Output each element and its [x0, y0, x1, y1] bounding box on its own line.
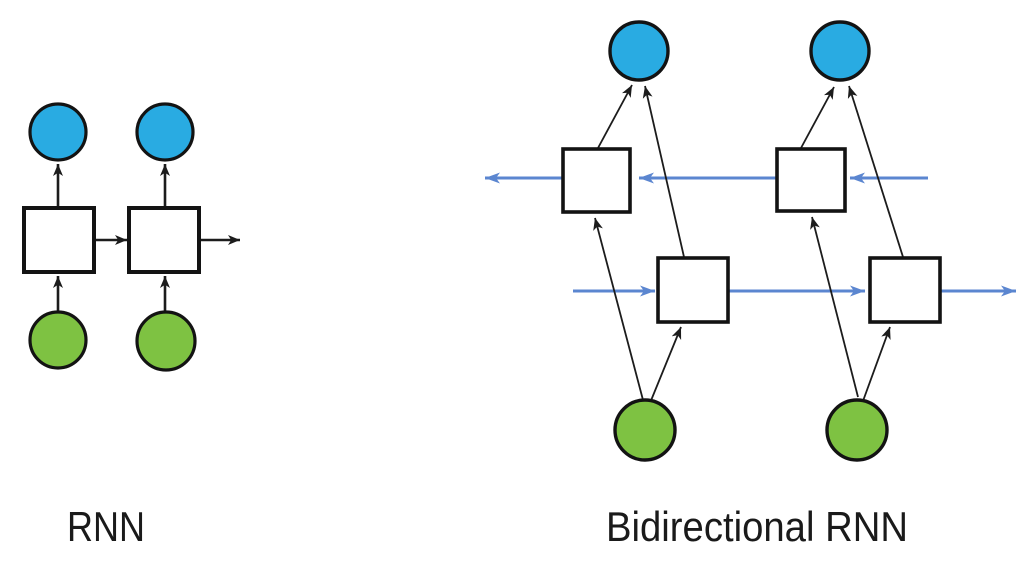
- birnn-input-node-2: [825, 398, 889, 462]
- birnn-backward-hidden-node-2: [775, 147, 847, 213]
- birnn-output-node-2: [809, 20, 871, 82]
- birnn-edge-fhidden1-to-output1: [642, 85, 685, 258]
- birnn-backward-hidden-node-1: [561, 147, 632, 214]
- rnn-hidden-node-1: [22, 206, 96, 274]
- rnn-hidden-node-2: [127, 206, 201, 274]
- birnn-input-node-1: [613, 398, 677, 462]
- birnn-edge-input1-to-bhidden1: [593, 217, 644, 401]
- rnn-output-node-2: [135, 102, 195, 162]
- birnn-edge-fhidden2-to-output2: [847, 85, 904, 258]
- birnn-edge-bhidden1-to-output1: [597, 84, 633, 149]
- birnn-edge-input2-to-bhidden2: [810, 216, 859, 398]
- bidirectional-rnn-diagram: Bidirectional RNN: [485, 20, 1016, 550]
- birnn-edge-bhidden2-to-output2: [800, 86, 835, 149]
- birnn-edge-input1-to-fhidden1: [649, 326, 682, 404]
- birnn-forward-hidden-node-1: [656, 256, 730, 324]
- birnn-edge-input2-to-fhidden2: [862, 326, 891, 402]
- rnn-input-node-1: [28, 310, 88, 370]
- bidirectional-rnn-label: Bidirectional RNN: [606, 503, 908, 550]
- rnn-input-node-2: [135, 310, 197, 372]
- rnn-output-node-1: [28, 102, 88, 162]
- rnn-diagram: RNN: [22, 102, 240, 550]
- rnn-label: RNN: [67, 503, 145, 550]
- birnn-output-node-1: [608, 20, 670, 82]
- birnn-forward-hidden-node-2: [868, 256, 942, 324]
